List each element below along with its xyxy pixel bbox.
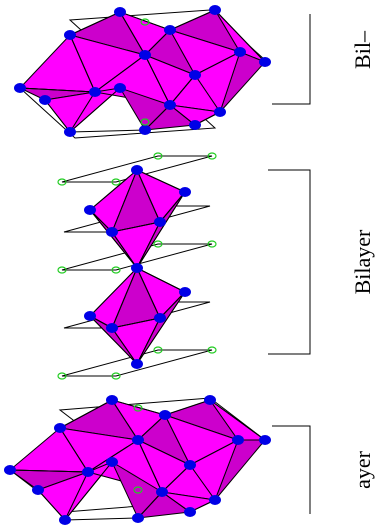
label-bottom: ayer xyxy=(350,450,375,489)
middle-bracket xyxy=(268,169,311,355)
top-corner-atoms xyxy=(14,5,271,137)
bottom-bracket xyxy=(272,425,311,514)
top-bracket xyxy=(272,14,311,105)
bilayer-octahedra xyxy=(57,152,217,380)
bottom-corner-atoms xyxy=(4,395,271,525)
label-top: Bil– xyxy=(350,30,375,69)
bilayer-corner-atoms xyxy=(84,165,191,369)
bilayer-a-sites xyxy=(57,152,217,380)
top-a-site xyxy=(140,118,150,126)
label-bilayer: Bilayer xyxy=(350,229,375,294)
bilayer-plane-5 xyxy=(61,349,213,377)
top-octahedra-layer xyxy=(14,5,271,139)
bilayer-plane-1 xyxy=(61,155,213,183)
top-a-site xyxy=(140,18,150,26)
bottom-a-site xyxy=(133,486,143,494)
bottom-a-site xyxy=(133,404,143,412)
bottom-octahedra-layer xyxy=(4,395,271,525)
